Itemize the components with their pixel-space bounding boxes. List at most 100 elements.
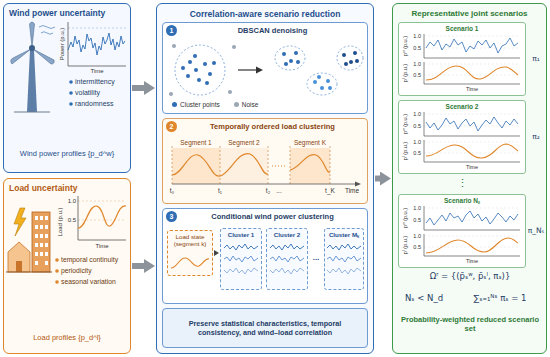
building-icon xyxy=(40,225,43,229)
load-chart xyxy=(78,206,126,228)
dbscan-scatter xyxy=(205,81,209,85)
dbscan-scatter xyxy=(188,60,192,64)
building-icon xyxy=(35,252,38,256)
tick-label: 1.0 xyxy=(413,33,421,39)
node-title: Cluster 1 xyxy=(222,231,260,238)
building-icon xyxy=(16,261,22,272)
axis-label: pʷ (p.u.) xyxy=(402,114,408,134)
formula: Nₛ < N_d xyxy=(405,294,443,304)
cluster-waves xyxy=(327,244,361,274)
tick-label: 1.0 xyxy=(413,61,421,67)
panel-fill xyxy=(398,100,526,174)
tick-label: 1.0 xyxy=(413,205,421,211)
axis-label: Load (p.u.) xyxy=(57,207,64,236)
step-box: DBSCAN denoising1 xyxy=(162,22,368,114)
step-number-text: 2 xyxy=(166,121,177,132)
scenario-charts xyxy=(424,112,520,162)
dbscan-scatter xyxy=(307,73,337,95)
segment-timeline xyxy=(172,146,361,187)
time-label: t₂ xyxy=(266,187,270,194)
legend-text: Noise xyxy=(242,101,259,108)
flow-arrow xyxy=(375,176,380,182)
wind-turbine xyxy=(29,45,35,51)
tick-label: 0.5 xyxy=(413,45,421,51)
building-icon xyxy=(40,234,43,238)
axis-label: Time xyxy=(95,243,108,250)
legend-entry: Noise xyxy=(234,101,259,108)
panel-fill xyxy=(220,228,262,290)
panel-fill xyxy=(167,230,213,276)
scenario-charts xyxy=(426,144,518,158)
number-circle xyxy=(166,25,177,36)
tick-label: 0.5 xyxy=(413,123,421,129)
segment-timeline xyxy=(290,148,330,184)
dbscan-scatter xyxy=(181,66,185,70)
legend-swatch xyxy=(234,102,239,107)
formula: Ωʳ = {(p̄ₛʷ, p̄ₛˡ, πₛ)} xyxy=(430,272,511,282)
flow-arrow xyxy=(132,263,144,269)
panel-fill xyxy=(398,194,526,268)
node-title: Conditional wind power clustering xyxy=(182,212,363,221)
scenario-charts xyxy=(424,114,520,153)
step-number-text: 3 xyxy=(166,211,177,222)
wind-chart xyxy=(68,22,126,106)
wind-turbine xyxy=(11,49,31,64)
node-title: Scenario 2 xyxy=(403,103,521,111)
dbscan-scatter xyxy=(337,46,363,70)
building-icon xyxy=(45,225,48,229)
dbscan-scatter xyxy=(284,62,288,66)
dbscan-scatter xyxy=(320,86,324,90)
wind-turbine xyxy=(39,26,55,29)
node-title: Cluster Mₖ xyxy=(326,231,362,238)
node-title: Load uncertainty xyxy=(9,183,125,193)
dbscan-scatter xyxy=(203,62,207,66)
axis-label: pʷ (p.u.) xyxy=(402,208,408,228)
dbscan-scatter xyxy=(197,78,201,82)
building-icon xyxy=(35,261,38,265)
building-icon xyxy=(35,234,38,238)
wind-chart xyxy=(69,102,73,106)
input-panel: Load uncertainty xyxy=(3,178,131,354)
axis-label: Time xyxy=(466,258,478,264)
cluster-waves xyxy=(270,244,304,274)
panel-fill xyxy=(162,208,368,304)
time-label: t₀ xyxy=(170,187,175,194)
panel-fill xyxy=(162,22,368,114)
dbscan-scatter xyxy=(181,54,216,85)
probability-label: π₁ xyxy=(532,55,540,64)
axis-label: Time xyxy=(90,68,103,75)
segment-timeline xyxy=(172,184,356,185)
cluster-waves xyxy=(224,244,258,274)
legend: Cluster pointsNoise xyxy=(172,101,258,108)
building-icon xyxy=(35,216,48,265)
panel-fill xyxy=(324,228,364,290)
axis-label: pʷ (p.u.) xyxy=(402,36,408,56)
tick-label: 0.5 xyxy=(68,217,76,224)
wind-turbine xyxy=(14,112,50,113)
dbscan-scatter xyxy=(275,46,363,95)
step-number: 1 xyxy=(166,25,177,44)
process-panel: Correlation-aware scenario reductionDBSC… xyxy=(156,3,374,354)
caption-text: Probability-weighted reduced scenario se… xyxy=(400,316,540,333)
axis-label: pˡ (p.u.) xyxy=(402,142,408,160)
connectors xyxy=(132,88,380,266)
dbscan-scatter xyxy=(328,86,332,90)
axis-label: Power (p.u.) xyxy=(59,28,66,61)
wind-turbine xyxy=(27,50,37,112)
segment-label: Segment 1 xyxy=(180,139,211,146)
input-panel: Wind power uncertainty xyxy=(3,3,131,173)
dbscan-scatter xyxy=(208,72,212,76)
dbscan-scatter xyxy=(282,52,286,56)
scenario-charts xyxy=(426,211,518,225)
bullet-text: periodicity xyxy=(61,267,92,275)
segment-timeline xyxy=(355,182,361,187)
axis-label: Time xyxy=(345,187,359,194)
wind-turbine xyxy=(33,49,54,64)
bullet-text: randomness xyxy=(75,100,114,108)
node-title: Correlation-aware scenario reduction xyxy=(161,9,369,19)
building-icon xyxy=(6,272,52,273)
dbscan-scatter xyxy=(349,60,353,64)
state-box: Load state (segment k) xyxy=(167,230,213,276)
load-chart xyxy=(55,280,59,284)
node-title: Cluster 2 xyxy=(268,231,306,238)
